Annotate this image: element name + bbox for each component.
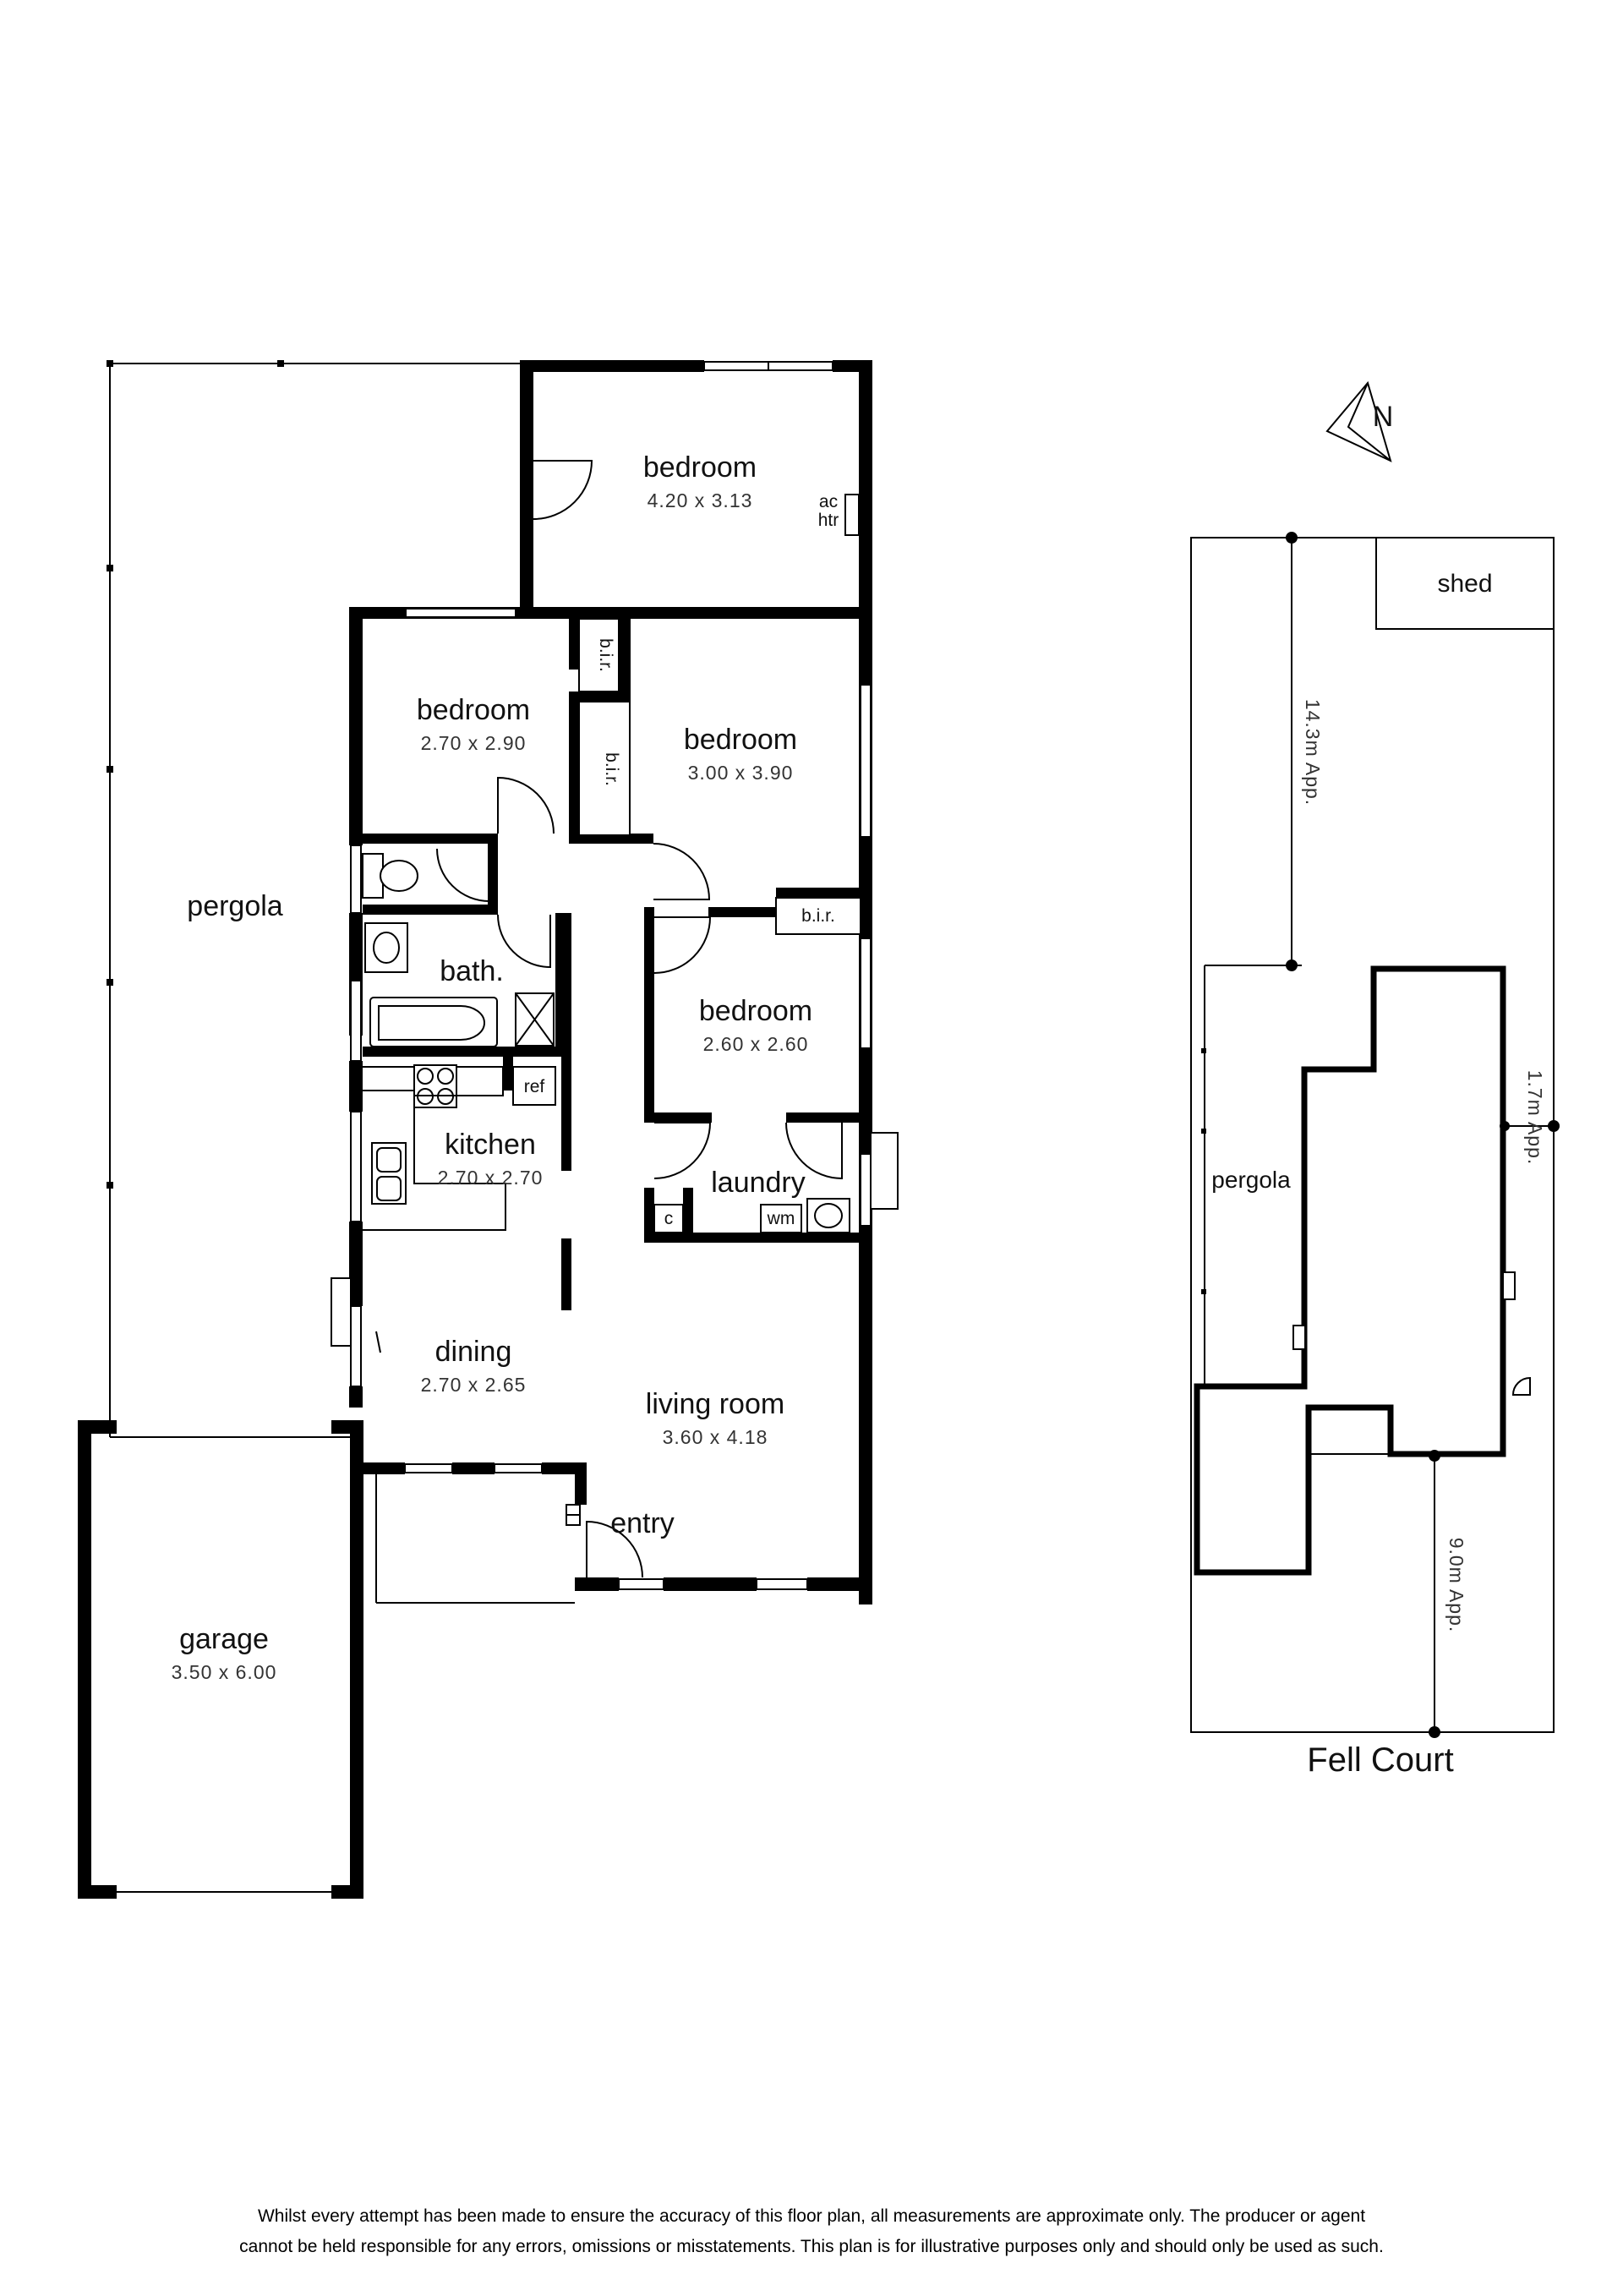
washing-machine [760, 1204, 802, 1233]
room-name-living: living room [646, 1388, 784, 1420]
wm-label: wm [767, 1209, 795, 1228]
site-dim-front-label: 9.0m App. [1445, 1538, 1467, 1633]
basin [364, 922, 408, 973]
compass-north-label: N [1373, 401, 1394, 433]
site-dim-rear-label: 14.3m App. [1302, 699, 1324, 806]
pergola-outline [107, 360, 520, 1438]
room-dims-bedroom-3: 3.00 x 3.90 [688, 762, 794, 784]
room-name-entry: entry [610, 1507, 675, 1539]
bir-closet-3 [775, 897, 861, 935]
ref-label: ref [524, 1077, 545, 1096]
room-name-kitchen: kitchen [445, 1129, 536, 1161]
bath-tub [369, 997, 498, 1047]
disclaimer-line-1: Whilst every attempt has been made to en… [257, 2206, 1366, 2226]
site-pergola-label: pergola [1211, 1167, 1291, 1193]
garage-walls [78, 1420, 363, 1899]
shed-outline [1375, 537, 1555, 630]
ac-label: ac [819, 492, 838, 511]
doors [331, 460, 899, 1578]
street-name-label: Fell Court [1307, 1741, 1453, 1779]
site-dim-side-label: 1.7m App. [1524, 1070, 1546, 1166]
room-dims-garage: 3.50 x 6.00 [172, 1661, 277, 1683]
room-name-laundry: laundry [711, 1167, 806, 1199]
room-dims-dining: 2.70 x 2.65 [421, 1374, 527, 1396]
toilet [362, 853, 384, 899]
room-name-bedroom-4: bedroom [699, 995, 812, 1027]
disclaimer-line-2: cannot be held responsible for any error… [239, 2237, 1384, 2256]
room-dims-living: 3.60 x 4.18 [663, 1426, 768, 1448]
bir-label-2: b.i.r. [602, 752, 621, 786]
room-name-garage: garage [179, 1623, 269, 1655]
windows [350, 361, 872, 1590]
room-name-bedroom-2: bedroom [417, 694, 530, 726]
laundry-cupboard [653, 1204, 684, 1233]
compass-icon [1325, 380, 1392, 462]
disclaimer: Whilst every attempt has been made to en… [0, 2201, 1623, 2262]
htr-label: htr [818, 511, 839, 530]
room-dims-bedroom-master: 4.20 x 3.13 [648, 489, 753, 511]
pergola-label: pergola [187, 890, 283, 922]
site-shed-label: shed [1437, 570, 1492, 598]
bir-label-3: b.i.r. [801, 906, 835, 926]
porch-outline [375, 1474, 575, 1604]
bir-closet-1 [578, 618, 620, 692]
bir-closet-2 [578, 701, 631, 836]
room-name-bath: bath. [440, 955, 504, 987]
room-name-bedroom-master: bedroom [643, 451, 757, 484]
room-name-dining: dining [435, 1336, 512, 1368]
fixtures [362, 494, 861, 1233]
exterior-walls [349, 360, 872, 1604]
room-dims-kitchen: 2.70 x 2.70 [438, 1167, 544, 1189]
room-dims-bedroom-2: 2.70 x 2.90 [421, 732, 527, 754]
cooktop [413, 1064, 457, 1108]
c-label: c [664, 1209, 674, 1228]
fridge [512, 1066, 556, 1106]
room-name-bedroom-3: bedroom [684, 724, 797, 756]
site-plan [1190, 532, 1560, 1738]
bir-label-1: b.i.r. [596, 638, 615, 672]
room-dims-bedroom-4: 2.60 x 2.60 [703, 1033, 809, 1055]
